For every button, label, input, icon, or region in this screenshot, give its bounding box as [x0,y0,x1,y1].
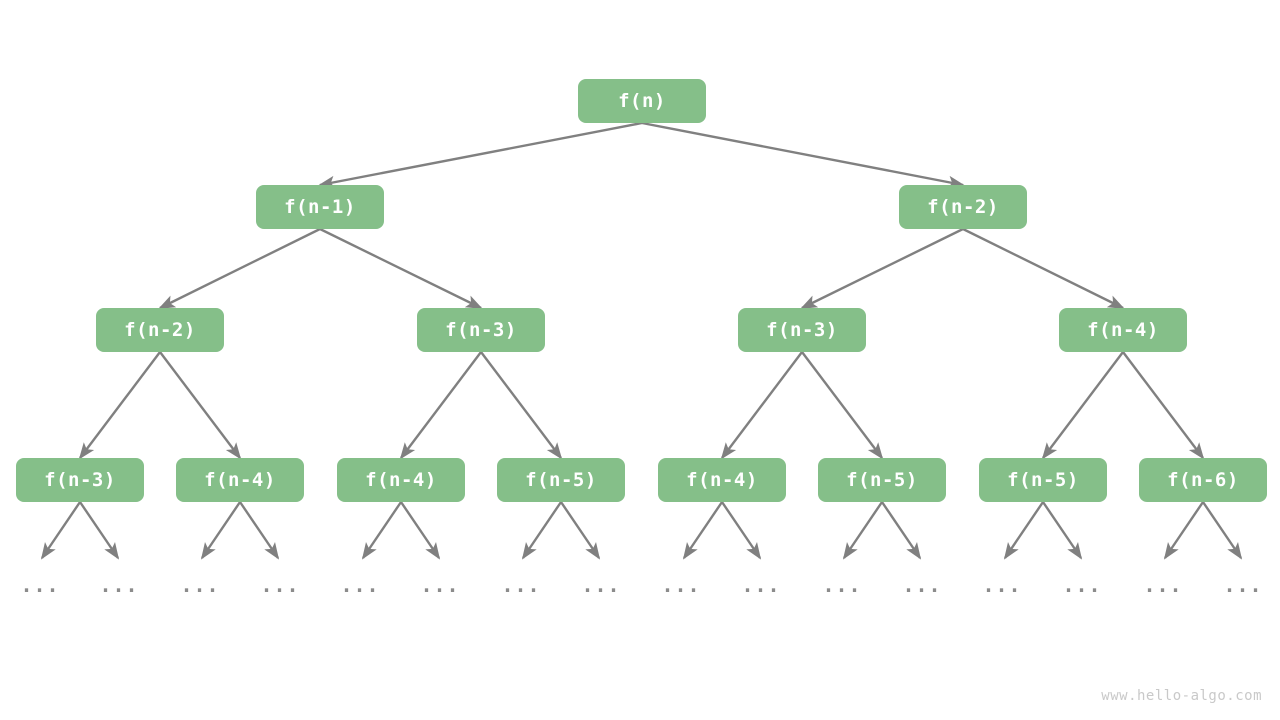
tree-edge [40,501,81,560]
ellipsis-marker: ... [741,573,781,597]
ellipsis-marker: ... [822,573,862,597]
tree-node-level-3-0: f(n-2) [96,308,224,352]
tree-node-level-3-3: f(n-4) [1059,308,1187,352]
ellipsis-marker: ... [1062,573,1102,597]
tree-node-level-4-3: f(n-5) [497,458,625,502]
tree-node-level-4-0: f(n-3) [16,458,144,502]
ellipsis-marker: ... [180,573,220,597]
ellipsis-marker: ... [1223,573,1263,597]
tree-node-label: f(n-2) [927,196,999,218]
tree-node-level-4-2: f(n-4) [337,458,465,502]
tree-edge [158,227,321,310]
tree-edge [399,351,482,460]
tree-node-label: f(n-3) [766,319,838,341]
tree-node-label: f(n-5) [525,469,597,491]
tree-node-level-4-5: f(n-5) [818,458,946,502]
ellipsis-marker: ... [420,573,460,597]
tree-edge [361,501,402,560]
tree-edge [801,351,884,460]
tree-node-label: f(n-4) [1087,319,1159,341]
tree-node-label: f(n-6) [1167,469,1239,491]
tree-node-label: f(n-4) [204,469,276,491]
tree-edge [800,227,964,310]
tree-edge [720,351,803,460]
tree-node-label: f(n-4) [686,469,758,491]
ellipsis-marker: ... [982,573,1022,597]
tree-edge [962,227,1125,310]
tree-node-level-4-1: f(n-4) [176,458,304,502]
tree-edge [1202,501,1243,560]
tree-edge [682,501,723,560]
tree-node-level-4-4: f(n-4) [658,458,786,502]
tree-node-level-2-1: f(n-2) [899,185,1027,229]
tree-node-label: f(n-5) [846,469,918,491]
tree-edge [1122,351,1205,460]
tree-edge [842,501,883,560]
tree-edge [721,501,762,560]
ellipsis-marker: ... [902,573,942,597]
ellipsis-marker: ... [260,573,300,597]
tree-edge [200,501,241,560]
tree-node-level-3-2: f(n-3) [738,308,866,352]
tree-edge [641,121,965,189]
tree-node-label: f(n-3) [445,319,517,341]
tree-edge [1041,351,1124,460]
tree-edge [1163,501,1204,560]
watermark-label: www.hello-algo.com [1101,688,1262,704]
tree-edge [480,351,563,460]
tree-node-level-4-7: f(n-6) [1139,458,1267,502]
tree-edge [521,501,562,560]
edge-group [40,121,1243,560]
tree-edge [318,121,643,189]
tree-edge [78,351,161,460]
tree-edge [319,227,483,310]
tree-edge [79,501,120,560]
tree-node-label: f(n-5) [1007,469,1079,491]
tree-node-level-2-0: f(n-1) [256,185,384,229]
tree-edge [1003,501,1044,560]
tree-node-label: f(n-3) [44,469,116,491]
tree-node-label: f(n-2) [124,319,196,341]
tree-edge [400,501,441,560]
ellipsis-marker: ... [501,573,541,597]
ellipsis-marker: ... [661,573,701,597]
ellipsis-marker: ... [581,573,621,597]
ellipsis-marker: ... [340,573,380,597]
tree-node-label: f(n-1) [284,196,356,218]
tree-node-label: f(n) [618,90,666,112]
tree-node-level-3-1: f(n-3) [417,308,545,352]
ellipsis-marker: ... [20,573,60,597]
tree-node-level-1-0: f(n) [578,79,706,123]
tree-node-label: f(n-4) [365,469,437,491]
tree-edge [159,351,242,460]
tree-edge [1042,501,1083,560]
tree-edge [560,501,601,560]
ellipsis-marker: ... [1143,573,1183,597]
tree-node-level-4-6: f(n-5) [979,458,1107,502]
tree-edge [239,501,280,560]
ellipsis-marker: ... [99,573,139,597]
tree-edge [881,501,922,560]
